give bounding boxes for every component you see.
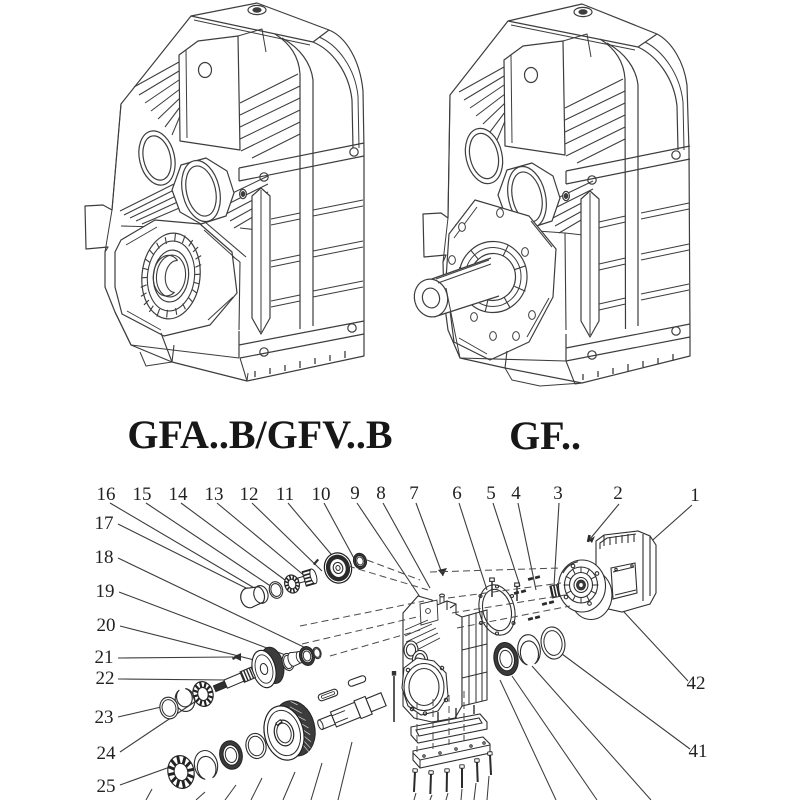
svg-text:6: 6 bbox=[452, 483, 462, 504]
svg-text:1: 1 bbox=[690, 485, 700, 506]
svg-text:19: 19 bbox=[96, 581, 115, 602]
svg-text:41: 41 bbox=[689, 741, 708, 762]
svg-text:11: 11 bbox=[276, 484, 294, 505]
svg-text:GFA..B/GFV..B: GFA..B/GFV..B bbox=[127, 412, 392, 457]
svg-text:24: 24 bbox=[97, 743, 117, 764]
svg-text:4: 4 bbox=[511, 483, 521, 504]
svg-text:18: 18 bbox=[95, 547, 114, 568]
svg-text:17: 17 bbox=[95, 513, 114, 534]
svg-text:23: 23 bbox=[95, 707, 114, 728]
svg-text:GF..: GF.. bbox=[509, 413, 581, 458]
svg-text:7: 7 bbox=[409, 483, 419, 504]
svg-text:13: 13 bbox=[205, 484, 224, 505]
svg-text:9: 9 bbox=[350, 483, 360, 504]
svg-text:22: 22 bbox=[96, 668, 115, 689]
svg-text:14: 14 bbox=[169, 484, 189, 505]
svg-text:5: 5 bbox=[486, 483, 496, 504]
svg-text:15: 15 bbox=[133, 484, 152, 505]
svg-text:21: 21 bbox=[95, 647, 114, 668]
svg-text:42: 42 bbox=[687, 673, 706, 694]
svg-text:12: 12 bbox=[240, 484, 259, 505]
svg-text:16: 16 bbox=[97, 484, 116, 505]
svg-text:20: 20 bbox=[97, 615, 116, 636]
svg-text:3: 3 bbox=[553, 483, 563, 504]
svg-text:10: 10 bbox=[312, 484, 331, 505]
svg-text:25: 25 bbox=[97, 776, 116, 797]
svg-text:2: 2 bbox=[613, 483, 623, 504]
svg-text:8: 8 bbox=[376, 483, 386, 504]
